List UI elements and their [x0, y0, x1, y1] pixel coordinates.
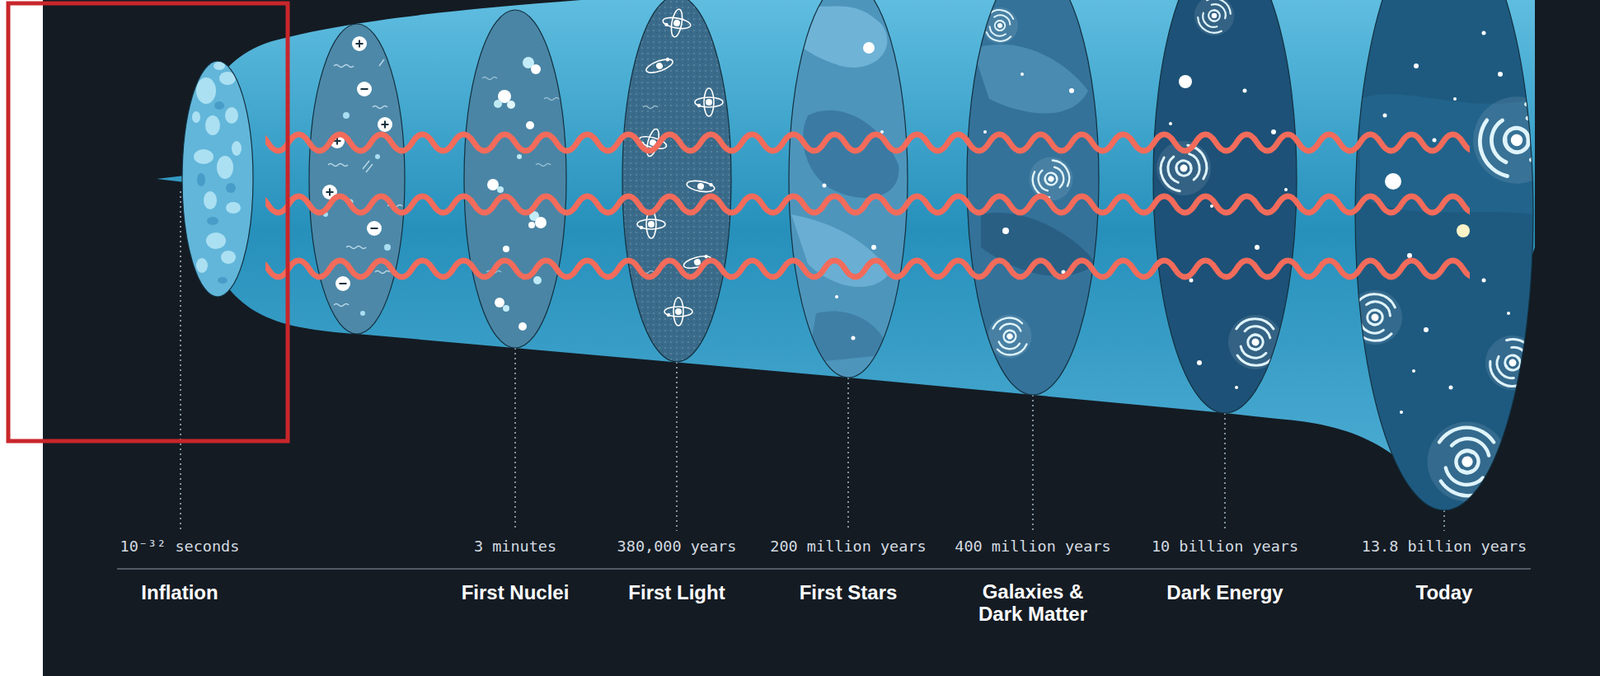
- first-stars-slice: [788, 0, 908, 378]
- era-name: First Light: [628, 581, 725, 604]
- timeline-rule: [117, 567, 1531, 569]
- inflation-slice: [182, 60, 254, 297]
- era-name: Today: [1416, 581, 1474, 604]
- era-name: First Nuclei: [461, 581, 570, 604]
- highlight-frame: [8, 3, 288, 442]
- era-name: Inflation: [140, 581, 218, 604]
- atoms-slice: [618, 0, 734, 371]
- light-waves: [265, 130, 1470, 282]
- era-name: First Stars: [799, 581, 898, 604]
- era-name: Dark Energy: [1166, 581, 1283, 604]
- time-stamp: 3 minutes: [473, 537, 557, 556]
- nuclei-slice: [464, 9, 567, 348]
- time-stamp: 400 million years: [954, 537, 1111, 556]
- time-stamp: 13.8 billion years: [1361, 537, 1527, 556]
- particle-slice: [309, 23, 405, 334]
- era-name: Galaxies & Dark Matter: [966, 580, 1099, 625]
- time-stamp: 10⁻³² seconds: [120, 537, 240, 556]
- time-stamp: 380,000 years: [617, 537, 737, 556]
- time-stamp: 200 million years: [769, 537, 926, 556]
- time-stamp: 10 billion years: [1151, 537, 1299, 556]
